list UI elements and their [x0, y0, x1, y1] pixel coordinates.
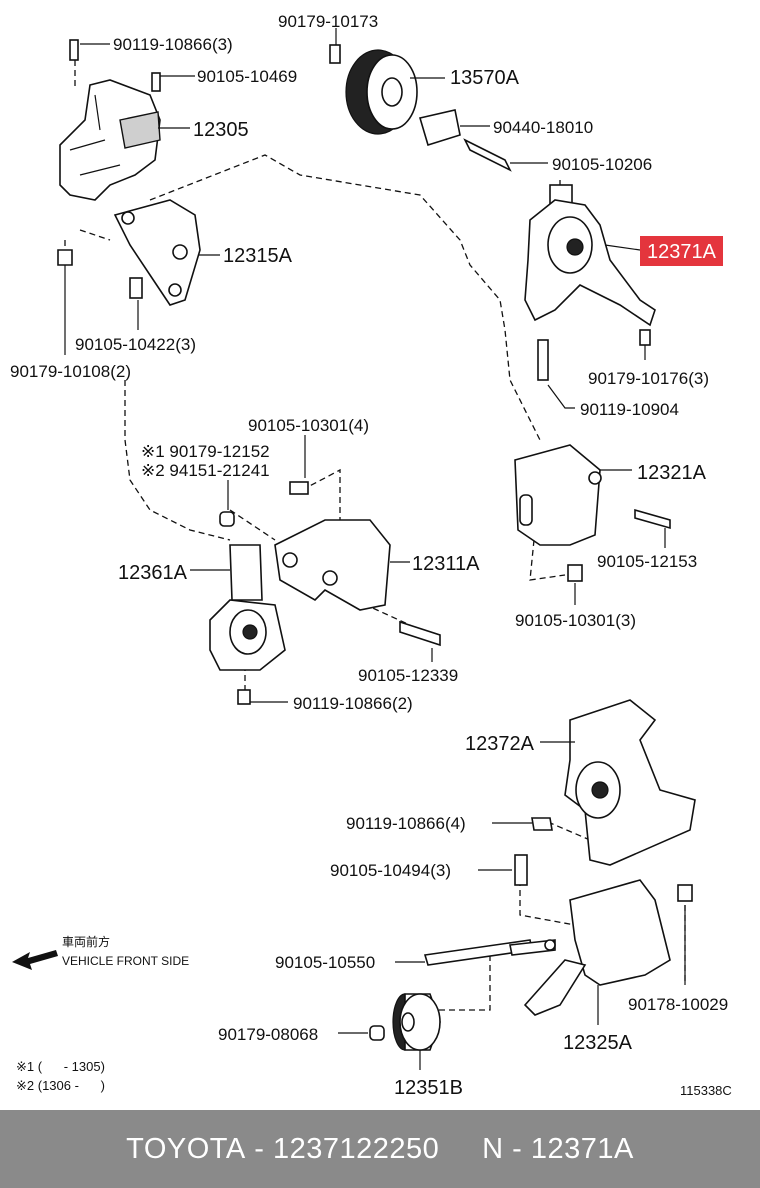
footer-ref-code[interactable]: 12371A — [530, 1132, 634, 1165]
footer-separator: - — [245, 1132, 273, 1165]
label-12311A[interactable]: 12311A — [412, 553, 480, 575]
vehicle-front-indicator: 車両前方 VEHICLE FRONT SIDE — [12, 934, 189, 970]
label-90105-10301-3[interactable]: 90105-10301(3) — [515, 611, 636, 630]
label-90105-10301-4[interactable]: 90105-10301(4) — [248, 416, 369, 435]
part-12315A-drawing — [57, 199, 201, 306]
direction-arrow-icon — [12, 950, 58, 970]
label-12315A[interactable]: 12315A — [223, 245, 293, 267]
label-90105-10550[interactable]: 90105-10550 — [275, 953, 375, 972]
label-12351B[interactable]: 12351B — [394, 1077, 463, 1099]
footer-separator-2: - — [503, 1132, 531, 1165]
part-12305-drawing — [59, 39, 161, 201]
label-90105-10422-3[interactable]: 90105-10422(3) — [75, 335, 196, 354]
label-90179-10176-3[interactable]: 90179-10176(3) — [588, 369, 709, 388]
part-12311A-drawing — [274, 519, 441, 647]
label-90179-12152[interactable]: ※1 90179-12152 — [141, 442, 270, 461]
label-13570A[interactable]: 13570A — [450, 67, 520, 89]
note-1: ※1 ( - 1305) — [16, 1059, 105, 1074]
label-12305[interactable]: 12305 — [193, 119, 249, 141]
parts-diagram: 90179-10173 90119-10866(3) 90105-10469 1… — [10, 12, 732, 1099]
label-90119-10866-2[interactable]: 90119-10866(2) — [293, 694, 413, 713]
label-12371A[interactable]: 12371A — [647, 241, 717, 263]
label-90119-10866-3[interactable]: 90119-10866(3) — [113, 35, 233, 54]
label-12321A[interactable]: 12321A — [637, 462, 707, 484]
footer-gap — [439, 1133, 482, 1166]
label-12361A[interactable]: 12361A — [118, 562, 188, 584]
footer-part-number[interactable]: 1237122250 — [273, 1132, 440, 1165]
note-2: ※2 (1306 - ) — [16, 1078, 105, 1093]
part-12361A-drawing — [209, 481, 309, 705]
label-90119-10904[interactable]: 90119-10904 — [580, 400, 679, 419]
part-12371A-drawing — [524, 184, 656, 381]
label-12372A[interactable]: 12372A — [465, 733, 535, 755]
direction-label-jp: 車両前方 — [62, 934, 110, 949]
direction-label-en: VEHICLE FRONT SIDE — [62, 954, 189, 968]
label-90105-12153[interactable]: 90105-12153 — [597, 552, 697, 571]
highlight-box — [640, 236, 723, 266]
label-90179-10108-2[interactable]: 90179-10108(2) — [10, 362, 131, 381]
label-90179-08068[interactable]: 90179-08068 — [218, 1025, 318, 1044]
footer-bar: TOYOTA - 1237122250 N - 12371A — [0, 1110, 760, 1188]
part-12325A-drawing — [423, 879, 693, 1016]
label-90105-10494-3[interactable]: 90105-10494(3) — [330, 861, 451, 880]
label-90105-12339[interactable]: 90105-12339 — [358, 666, 458, 685]
label-90119-10866-4[interactable]: 90119-10866(4) — [346, 814, 466, 833]
label-90440-18010[interactable]: 90440-18010 — [493, 118, 593, 137]
label-12325A[interactable]: 12325A — [563, 1032, 633, 1054]
leader-lines — [64, 28, 686, 1070]
part-12372A-drawing — [514, 699, 696, 886]
label-94151-21241[interactable]: ※2 94151-21241 — [141, 461, 270, 480]
part-12321A-drawing — [514, 444, 671, 582]
figure-id: 115338C — [680, 1083, 732, 1098]
label-90105-10206[interactable]: 90105-10206 — [552, 155, 652, 174]
part-12351B-drawing — [369, 993, 441, 1051]
label-90105-10469[interactable]: 90105-10469 — [197, 67, 297, 86]
part-13570A-drawing — [329, 44, 512, 172]
footer-brand: TOYOTA — [126, 1132, 246, 1165]
label-90178-10029[interactable]: 90178-10029 — [628, 995, 728, 1014]
label-90179-10173[interactable]: 90179-10173 — [278, 12, 378, 31]
footer-ref-prefix: N — [482, 1132, 504, 1165]
